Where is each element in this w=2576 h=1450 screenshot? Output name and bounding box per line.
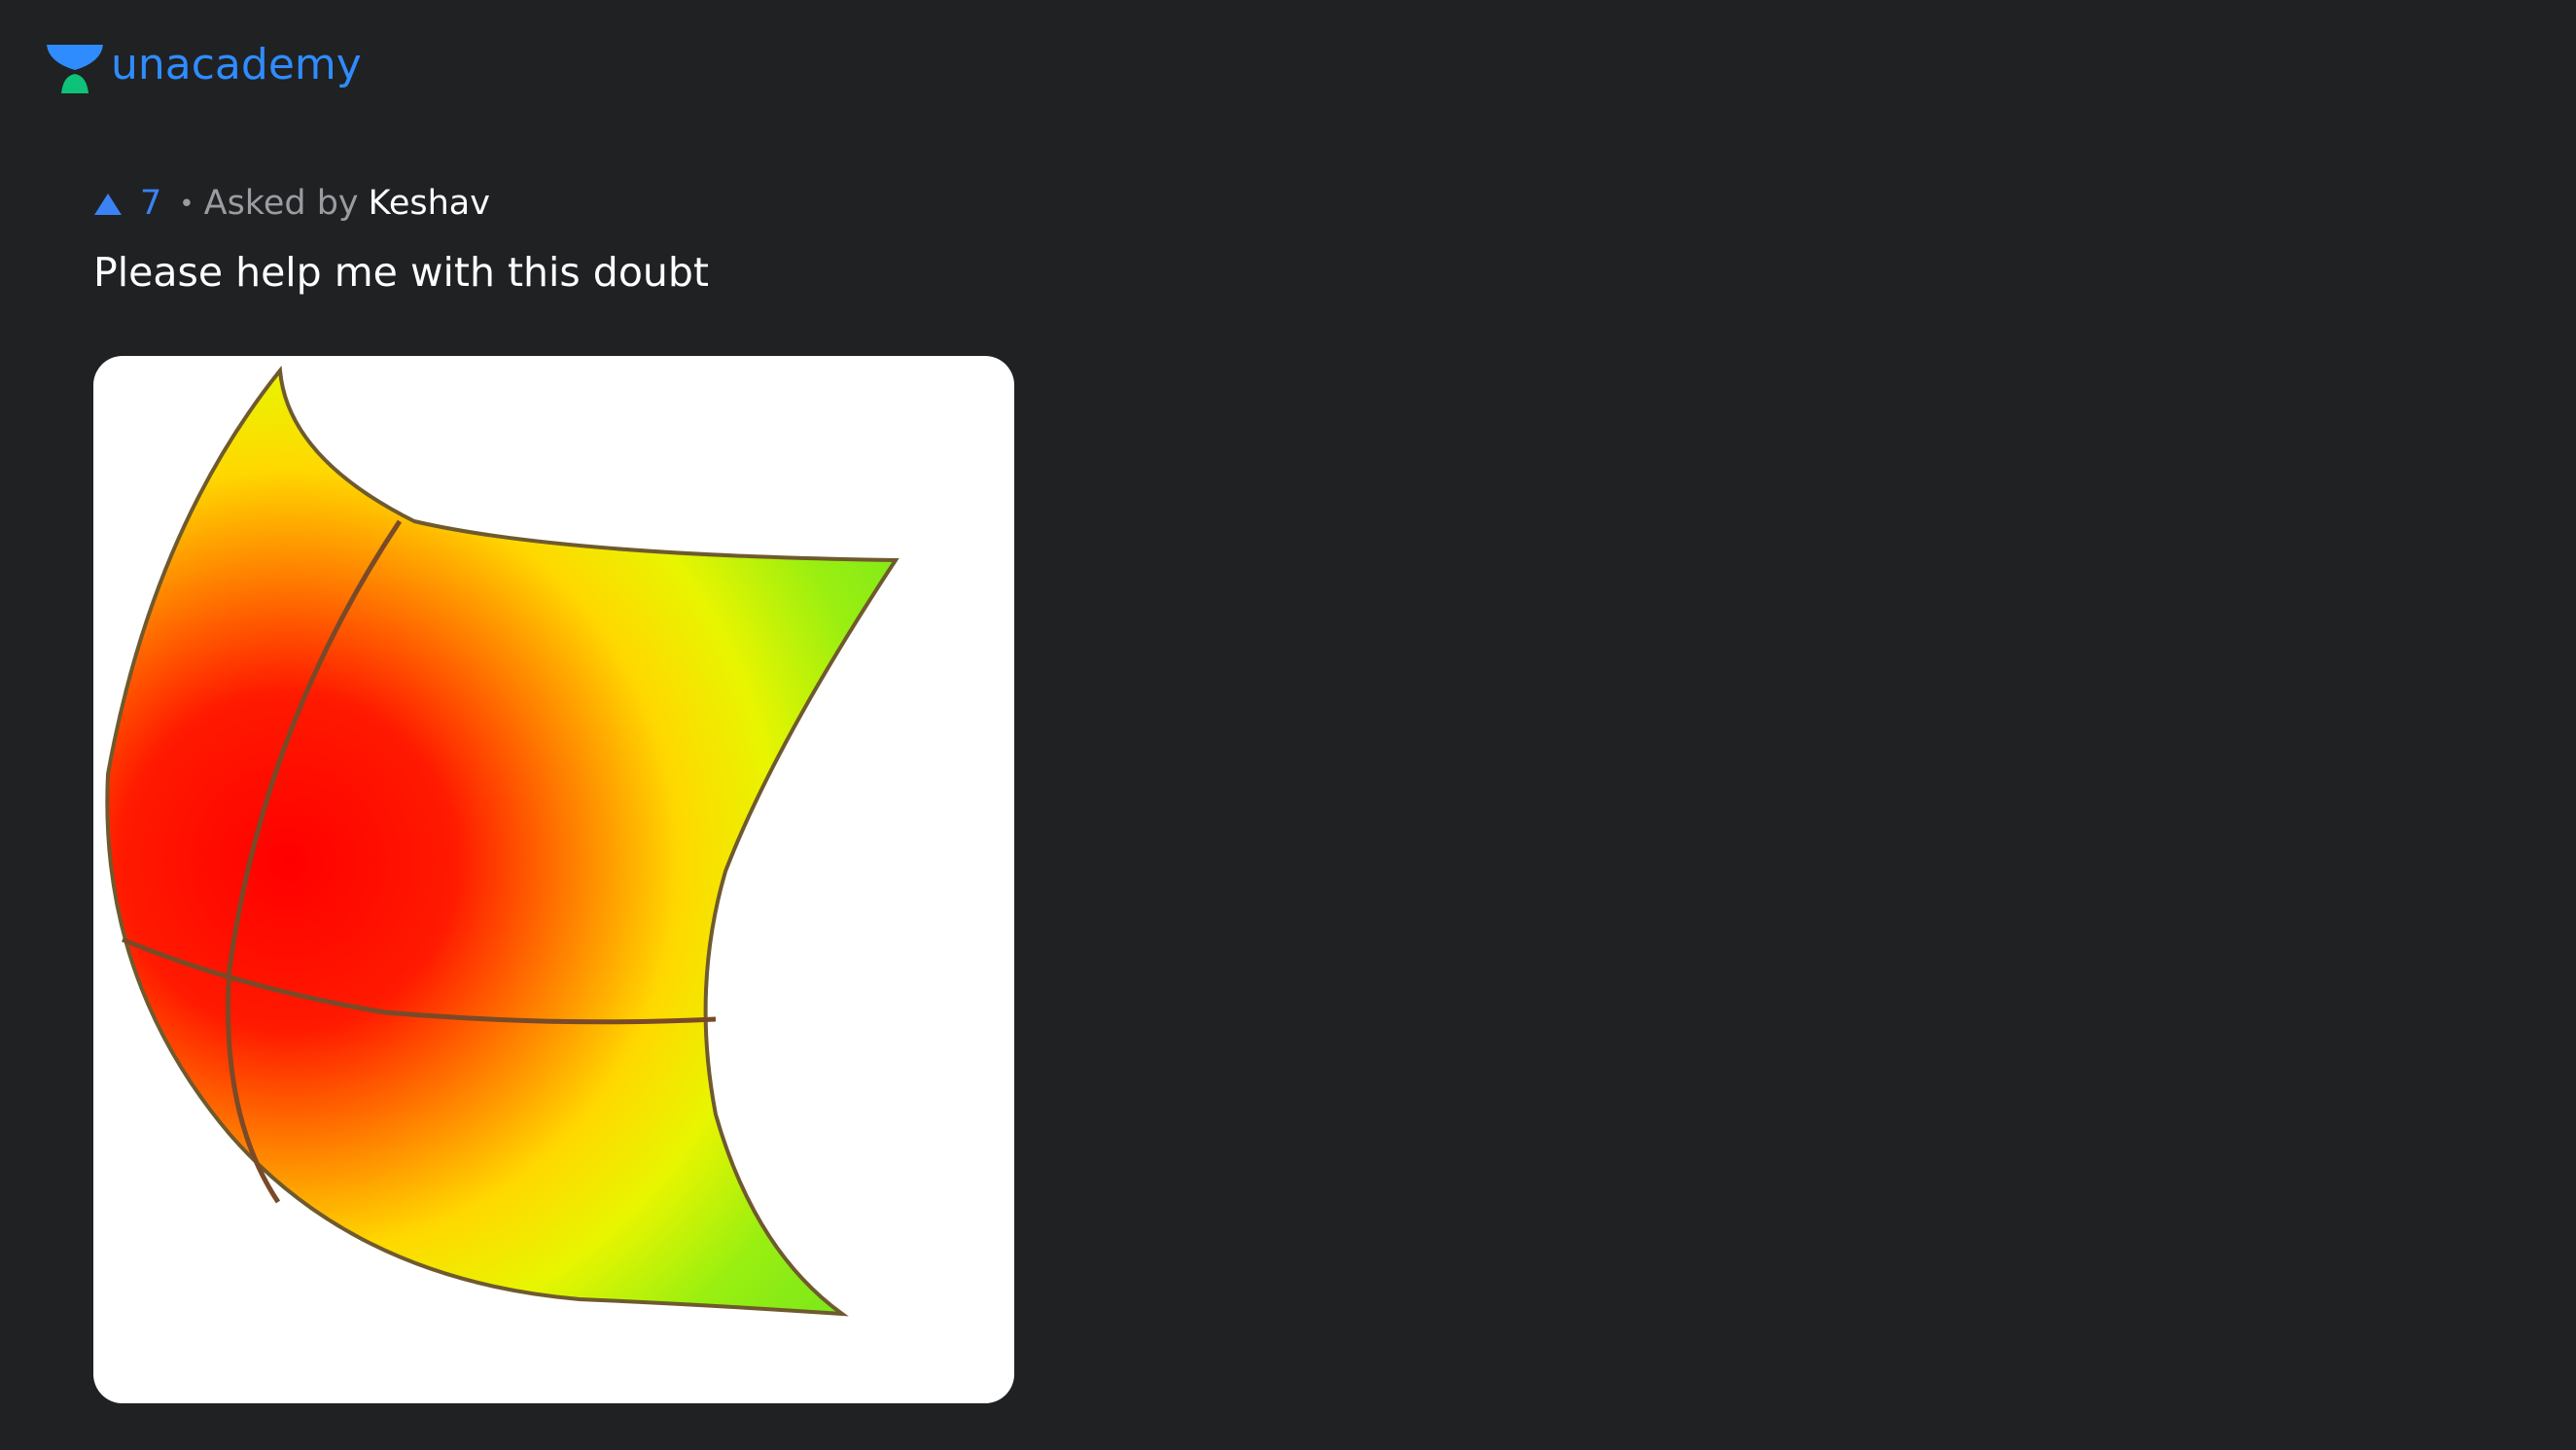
question-image[interactable] [93,356,1014,1403]
unacademy-logo-icon [47,45,103,93]
upvote-triangle-icon[interactable] [93,193,123,216]
brand-logo[interactable]: unacademy [45,39,362,97]
surface-parallel-line [122,937,717,1025]
question-text: Please help me with this doubt [93,249,709,296]
curved-surface-heatmap-image [105,365,900,1317]
upvote-count: 7 [140,184,162,223]
question-meta: 7 • Asked by Keshav [93,187,490,221]
meta-separator: • [179,189,194,219]
asked-by-label: Asked by [203,184,359,223]
surface-patch [105,365,900,1317]
brand-name: unacademy [111,40,362,89]
author-name[interactable]: Keshav [368,184,490,223]
surface-meridian-line [226,519,403,1204]
